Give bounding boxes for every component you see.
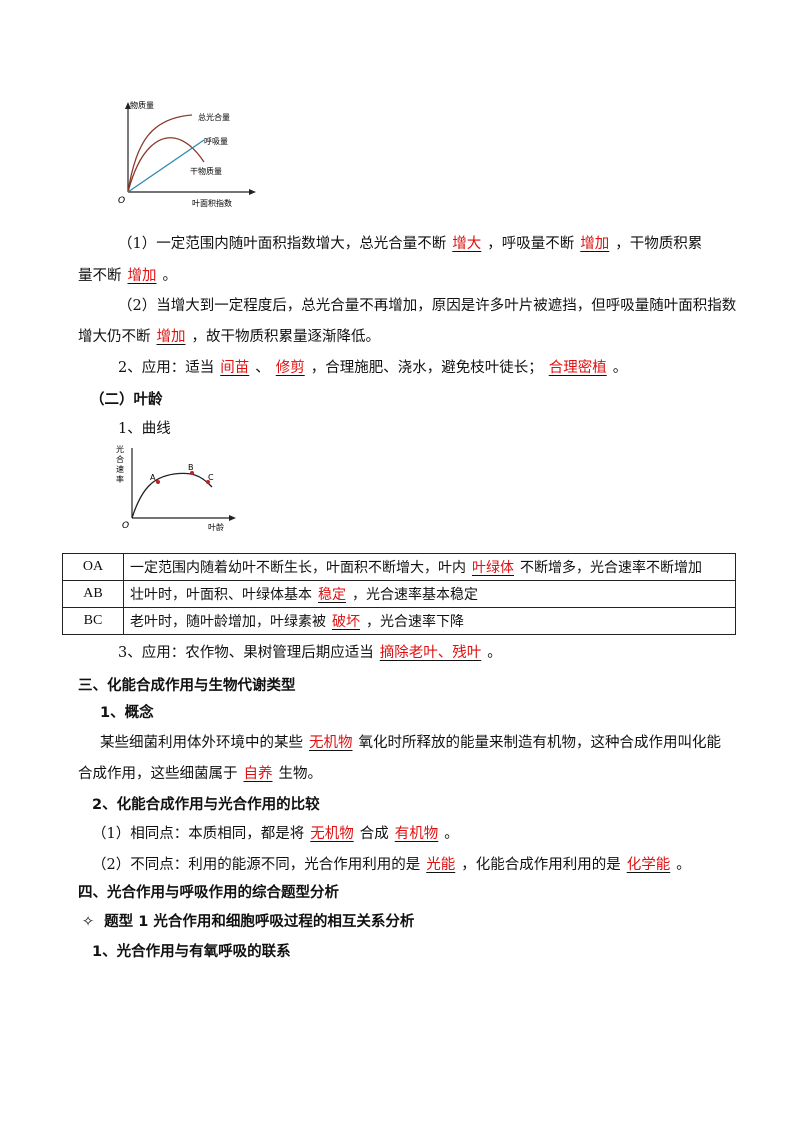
paragraph-1-line-1: （1）一定范围内随叶面积指数增大，总光合量不断增大，呼吸量不断增加，干物质积累 — [118, 236, 703, 252]
curve-respiration — [127, 137, 205, 193]
paragraph-1-line-2: 量不断增加。 — [78, 268, 177, 284]
table-row: AB 壮叶时，叶面积、叶绿体基本稳定，光合速率基本稳定 — [62, 580, 736, 608]
answer-destroyed: 破坏 — [332, 614, 360, 630]
answer-chemical-energy: 化学能 — [626, 857, 671, 873]
answer-increase-3: 增加 — [127, 268, 157, 284]
point-c — [206, 480, 210, 484]
origin-label: O — [118, 196, 125, 206]
paragraph-2-line-2: 增大仍不断增加，故干物质积累量逐渐降低。 — [78, 329, 380, 345]
answer-organic: 有机物 — [394, 826, 439, 842]
y-label-4: 率 — [116, 474, 124, 484]
heading-chemosynthesis: 三、化能合成作用与生物代谢类型 — [78, 678, 296, 694]
answer-inorganic-1: 无机物 — [309, 735, 353, 751]
answer-dense-planting: 合理密植 — [548, 360, 607, 376]
answer-remove-old-leaves: 摘除老叶、残叶 — [379, 645, 482, 661]
row-key: AB — [62, 580, 124, 608]
answer-increase-4: 增加 — [156, 329, 186, 345]
x-axis-label: 叶面积指数 — [192, 198, 232, 208]
y-axis-label: 物质量 — [130, 100, 154, 110]
origin-label: O — [122, 521, 129, 531]
y-label-3: 速 — [116, 465, 124, 474]
application-2: 3、应用：农作物、果树管理后期应适当摘除老叶、残叶。 — [118, 645, 502, 661]
answer-increase-2: 增加 — [580, 236, 610, 252]
row-desc: 一定范围内随着幼叶不断生长，叶面积不断增大，叶内叶绿体不断增多，光合速率不断增加 — [123, 553, 736, 581]
comparison-same: （1）相同点：本质相同，都是将无机物合成有机物。 — [92, 826, 459, 842]
row-desc: 老叶时，随叶龄增加，叶绿素被破坏，光合速率下降 — [123, 607, 736, 635]
paragraph-2-line-1: （2）当增大到一定程度后，总光合量不再增加，原因是许多叶片被遮挡，但呼吸量随叶面… — [118, 298, 737, 314]
diamond-icon: ✧ — [82, 914, 95, 930]
label-point-c: C — [208, 473, 214, 482]
curve-label: 1、曲线 — [118, 421, 171, 437]
application-1: 2、应用：适当间苗、修剪，合理施肥、浇水，避免枝叶徒长；合理密植。 — [118, 360, 628, 376]
answer-light-energy: 光能 — [426, 857, 456, 873]
y-axis-arrow — [125, 102, 131, 109]
row-key: BC — [62, 607, 124, 635]
answer-chloroplast: 叶绿体 — [472, 560, 514, 576]
label-point-a: A — [150, 473, 156, 482]
concept-line-2: 合成作用，这些细菌属于自养生物。 — [78, 766, 322, 782]
heading-question-type-1: ✧题型 1 光合作用和细胞呼吸过程的相互关系分析 — [82, 914, 415, 930]
table-row: OA 一定范围内随着幼叶不断生长，叶面积不断增大，叶内叶绿体不断增多，光合速率不… — [62, 553, 736, 581]
heading-concept: 1、概念 — [100, 705, 154, 721]
label-dry-matter: 干物质量 — [190, 166, 222, 176]
point-b — [190, 471, 194, 475]
leaf-age-table: OA 一定范围内随着幼叶不断生长，叶面积不断增大，叶内叶绿体不断增多，光合速率不… — [62, 553, 736, 635]
x-axis-arrow — [249, 189, 256, 195]
heading-comprehensive: 四、光合作用与呼吸作用的综合题型分析 — [78, 885, 339, 901]
answer-stable: 稳定 — [318, 587, 346, 603]
curve-total-photosynthesis — [127, 114, 193, 193]
x-axis-label: 叶龄 — [208, 522, 224, 532]
figure-leaf-age-curve: 光 合 速 率 叶龄 O A B C — [116, 444, 236, 532]
heading-leaf-age: （二）叶龄 — [90, 392, 163, 408]
answer-inorganic-2: 无机物 — [310, 826, 354, 842]
figure-leaf-area-curve: 物质量 叶面积指数 O 总光合量 呼吸量 干物质量 — [118, 100, 256, 208]
y-label-1: 光 — [116, 444, 124, 454]
answer-increase-1: 增大 — [452, 236, 482, 252]
label-total-photosynthesis: 总光合量 — [198, 112, 230, 122]
curve-dry-matter — [127, 139, 205, 193]
point-a — [156, 480, 160, 484]
heading-relation: 1、光合作用与有氧呼吸的联系 — [92, 944, 291, 960]
curve-photosynthetic-rate — [131, 472, 213, 519]
row-key: OA — [62, 553, 124, 581]
label-respiration: 呼吸量 — [204, 136, 228, 146]
x-axis-arrow — [229, 515, 236, 521]
heading-comparison: 2、化能合成作用与光合作用的比较 — [92, 797, 320, 813]
answer-thinning: 间苗 — [220, 360, 250, 376]
answer-autotroph: 自养 — [243, 766, 273, 782]
row-desc: 壮叶时，叶面积、叶绿体基本稳定，光合速率基本稳定 — [123, 580, 736, 608]
label-point-b: B — [188, 463, 194, 472]
y-label-2: 合 — [116, 454, 124, 464]
answer-pruning: 修剪 — [275, 360, 305, 376]
comparison-different: （2）不同点：利用的能源不同，光合作用利用的是光能，化能合成作用利用的是化学能。 — [92, 857, 691, 873]
table-row: BC 老叶时，随叶龄增加，叶绿素被破坏，光合速率下降 — [62, 607, 736, 635]
concept-line-1: 某些细菌利用体外环境中的某些无机物氧化时所释放的能量来制造有机物，这种合成作用叫… — [100, 735, 721, 751]
